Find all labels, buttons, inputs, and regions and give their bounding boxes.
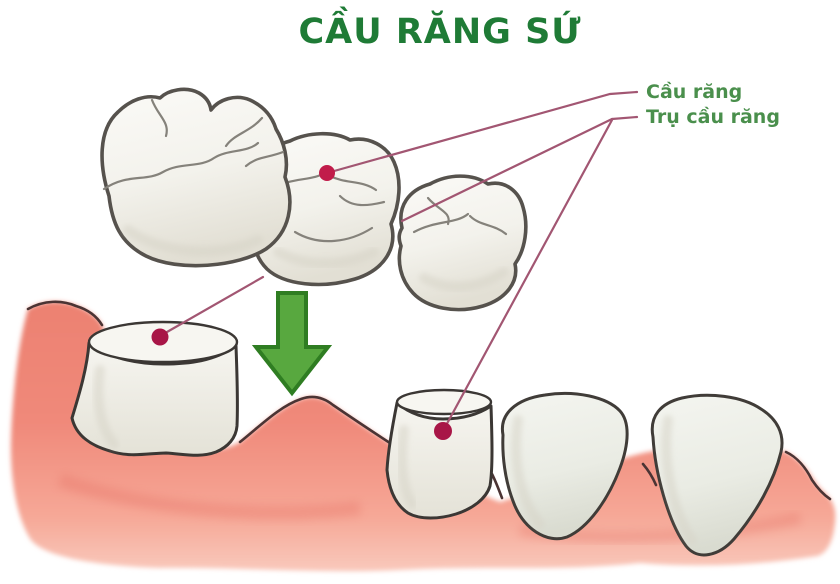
bridge-crown-right xyxy=(397,174,528,312)
down-arrow-icon xyxy=(251,291,333,397)
natural-tooth-1 xyxy=(500,391,629,541)
marker-dot-left-abutment xyxy=(151,328,169,346)
marker-dot-bridge xyxy=(319,165,335,181)
page-title: CẦU RĂNG SỨ xyxy=(298,12,582,52)
leader-lines xyxy=(158,90,639,433)
natural-tooth-2 xyxy=(650,393,784,557)
marker-dot-right-abutment xyxy=(434,422,452,440)
label-bridge: Cầu răng xyxy=(646,81,743,103)
label-abutment: Trụ cầu răng xyxy=(646,106,780,128)
right-abutment-tooth xyxy=(385,388,494,520)
bridge-crown-left xyxy=(100,87,292,268)
